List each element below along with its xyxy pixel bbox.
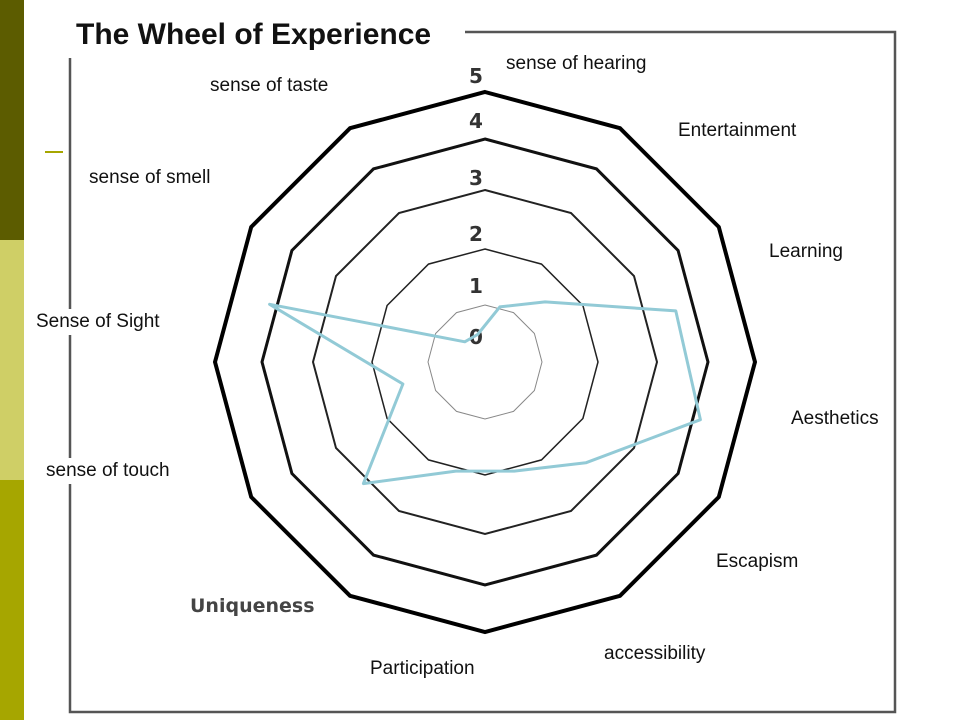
ring-4: [260, 137, 710, 587]
scale-label-5: 5: [469, 64, 483, 88]
ring-2: [371, 248, 599, 476]
slide-sidebar: [0, 0, 24, 720]
axis-label-participation: Participation: [366, 656, 479, 682]
axis-label-escapism: Escapism: [712, 549, 803, 575]
axis-label-learning: Learning: [765, 239, 847, 265]
scale-label-3: 3: [469, 166, 483, 190]
sidebar-band-dark: [0, 0, 24, 240]
sidebar-band-light: [0, 240, 24, 480]
axis-label-taste: sense of taste: [206, 73, 333, 99]
wheel-rings: [212, 89, 758, 635]
scale-label-1: 1: [469, 274, 483, 298]
ring-5: [212, 89, 758, 635]
ring-1: [427, 304, 543, 420]
axis-label-hearing: sense of hearing: [502, 51, 651, 77]
experience-profile-line: [268, 300, 702, 486]
ring-3: [311, 188, 659, 536]
axis-label-uniqueness: Uniqueness: [190, 595, 315, 617]
scale-label-4: 4: [469, 109, 483, 133]
axis-label-aesthetics: Aesthetics: [787, 406, 883, 432]
axis-label-touch: sense of touch: [42, 458, 174, 484]
axis-label-entertainment: Entertainment: [674, 118, 801, 144]
axis-label-sight: Sense of Sight: [32, 309, 164, 335]
diagram-frame: [68, 30, 897, 714]
scale-label-2: 2: [469, 222, 483, 246]
axis-label-smell: sense of smell: [85, 165, 215, 191]
axis-label-accessibility: accessibility: [600, 641, 710, 667]
sidebar-band-mid: [0, 480, 24, 720]
page-title: The Wheel of Experience: [72, 16, 436, 54]
decorative-dash: [45, 151, 63, 153]
